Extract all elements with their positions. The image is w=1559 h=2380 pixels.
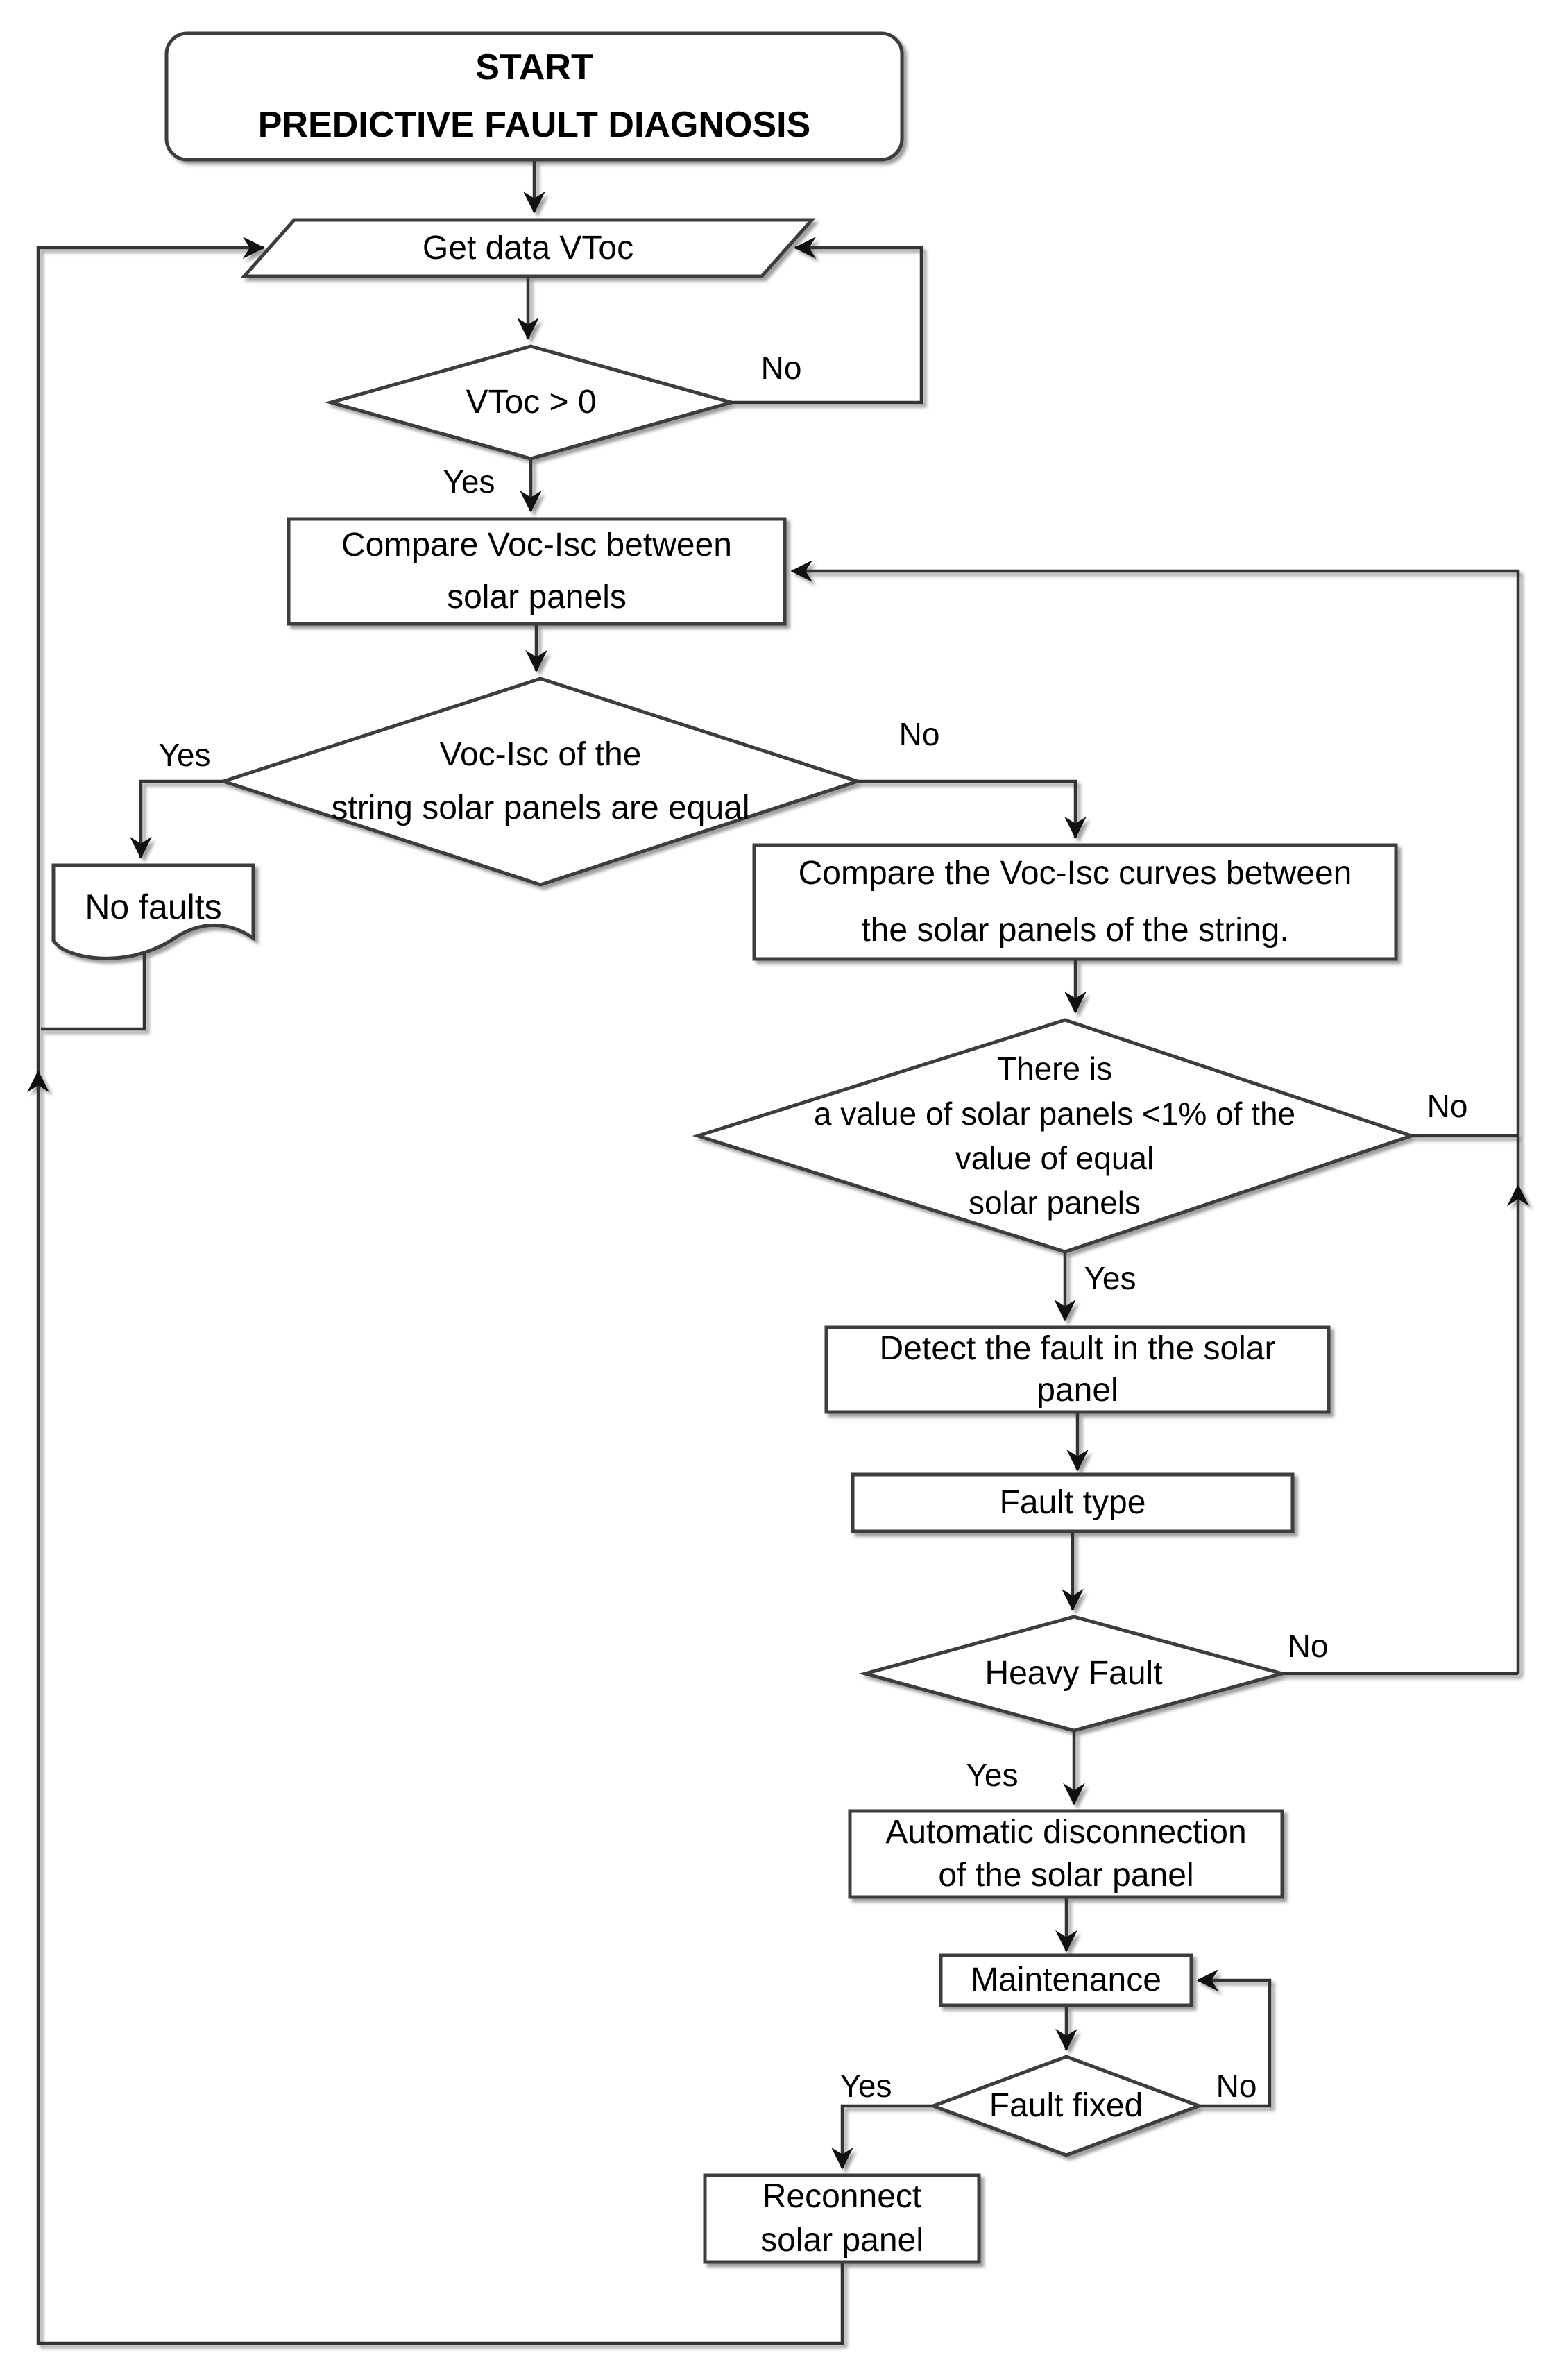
edge-vtoc-no-loop bbox=[731, 237, 923, 405]
no-faults-node-label: No faults bbox=[85, 887, 222, 926]
edge-equal-yes bbox=[130, 779, 223, 859]
edge-main-loop-to-getdata bbox=[36, 237, 265, 1071]
no-faults-document-shape bbox=[51, 863, 255, 960]
equal-check-node-label: Voc-Isc of the string solar panels are e… bbox=[331, 736, 750, 826]
reconnect-box-shape bbox=[703, 2173, 981, 2264]
shapes-group bbox=[51, 31, 1417, 2264]
fault-fixed-diamond-shape bbox=[928, 2055, 1204, 2157]
start-terminator-shape bbox=[164, 31, 904, 162]
fixed-yes-label: Yes bbox=[840, 2068, 892, 2104]
maintenance-box-shape bbox=[939, 1953, 1193, 2007]
equal-yes-label: Yes bbox=[158, 737, 211, 773]
fault-type-box-shape bbox=[851, 1472, 1295, 1533]
detect-fault-node-label: Detect the fault in the solar panel bbox=[879, 1330, 1276, 1409]
edges-group bbox=[27, 161, 1529, 2345]
edge-equal-no bbox=[858, 779, 1087, 839]
edge-fixed-no-loop bbox=[1196, 1969, 1272, 2108]
vtoc-yes-label: Yes bbox=[443, 464, 495, 500]
value-yes-label: Yes bbox=[1084, 1260, 1136, 1296]
vtoc-check-node-label: VToc > 0 bbox=[466, 384, 597, 420]
fault-type-node-label: Fault type bbox=[999, 1484, 1146, 1521]
heavy-fault-diamond-shape bbox=[858, 1615, 1289, 1733]
value-check-diamond-shape bbox=[692, 1018, 1417, 1254]
equal-check-diamond-shape bbox=[217, 677, 864, 887]
edge-right-line-to-compare bbox=[790, 560, 1520, 1185]
start-node-label: START PREDICTIVE FAULT DIAGNOSIS bbox=[257, 46, 811, 145]
auto-disconnect-box-shape bbox=[848, 1809, 1284, 1899]
fault-fixed-node-label: Fault fixed bbox=[989, 2087, 1143, 2124]
get-data-node-label: Get data VToc bbox=[422, 229, 634, 266]
edge-nofaults-to-leftline bbox=[41, 953, 146, 1031]
heavy-no-label: No bbox=[1287, 1628, 1329, 1664]
value-check-node-label: There is a value of solar panels <1% of … bbox=[813, 1051, 1296, 1221]
reconnect-node-label: Reconnect solar panel bbox=[760, 2178, 923, 2259]
value-no-label: No bbox=[1426, 1088, 1468, 1124]
auto-disconnect-node-label: Automatic disconnection of the solar pan… bbox=[885, 1813, 1247, 1894]
compare-voc-isc-box-shape bbox=[287, 517, 787, 626]
fixed-no-label: No bbox=[1216, 2068, 1257, 2104]
heavy-fault-node-label: Heavy Fault bbox=[985, 1655, 1163, 1692]
compare-curves-box-shape bbox=[752, 843, 1398, 961]
compare-voc-isc-node-label: Compare Voc-Isc between solar panels bbox=[341, 527, 732, 615]
detect-fault-box-shape bbox=[824, 1325, 1331, 1414]
edge-main-loop-lower bbox=[27, 1070, 844, 2345]
vtoc-check-diamond-shape bbox=[324, 344, 738, 461]
heavy-yes-label: Yes bbox=[966, 1757, 1019, 1793]
vtoc-no-label: No bbox=[760, 350, 802, 386]
equal-no-label: No bbox=[898, 716, 940, 752]
compare-curves-node-label: Compare the Voc-Isc curves between the s… bbox=[798, 855, 1352, 949]
edge-fixed-yes bbox=[831, 2104, 933, 2170]
maintenance-node-label: Maintenance bbox=[971, 1962, 1161, 1998]
